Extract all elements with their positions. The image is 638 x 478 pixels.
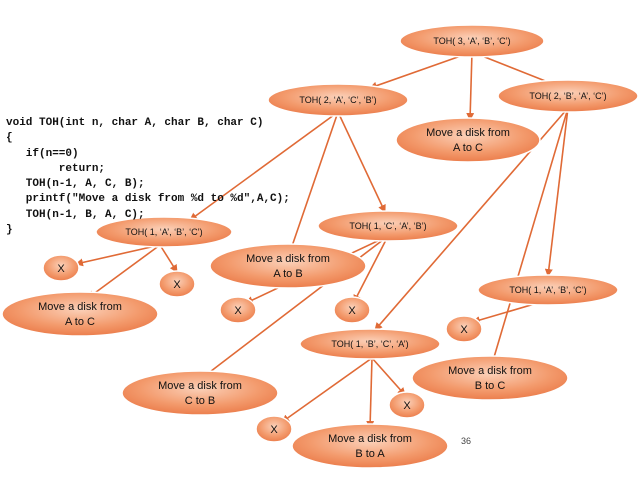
node-root-label: TOH( 3, ‘A’, ‘B’, ‘C’) bbox=[433, 36, 510, 46]
node-move-b-to-c: Move a disk from B to C bbox=[411, 355, 569, 401]
x-leaf-2-label: X bbox=[173, 279, 181, 291]
code-line: if(n==0) bbox=[6, 147, 79, 160]
edge-root-l2left bbox=[369, 51, 473, 90]
node-move-a-to-c-leaf-line1: Move a disk from bbox=[38, 301, 122, 313]
edge-root-move-ac bbox=[466, 51, 475, 121]
page-number: 36 bbox=[461, 436, 472, 446]
edge-l2right-move-bc bbox=[490, 107, 569, 365]
node-move-c-to-b: Move a disk from C to B bbox=[121, 370, 279, 416]
node-l2-left: TOH( 2, ‘A’, ‘C’, ‘B’) bbox=[267, 83, 409, 117]
x-leaf-7-label: X bbox=[403, 400, 411, 412]
node-l2-left-label: TOH( 2, ‘A’, ‘C’, ‘B’) bbox=[299, 95, 376, 105]
code-line: return; bbox=[6, 162, 106, 175]
edge-l3a-x2 bbox=[159, 244, 178, 273]
x-leaf-5: X bbox=[445, 315, 483, 343]
x-leaf-2: X bbox=[158, 270, 196, 298]
edge-l3d-x6 bbox=[281, 357, 373, 423]
edge-l2right-l3c bbox=[544, 107, 569, 277]
node-l3-b: TOH( 1, ‘C’, ‘A’, ‘B’) bbox=[317, 210, 459, 242]
node-root: TOH( 3, ‘A’, ‘B’, ‘C’) bbox=[399, 24, 545, 58]
x-leaf-6: X bbox=[255, 415, 293, 443]
node-l2-right-label: TOH( 2, ‘B’, ‘A’, ‘C’) bbox=[529, 91, 606, 101]
node-move-c-to-b-line2: C to B bbox=[185, 395, 216, 407]
code-line: void TOH(int n, char A, char B, char C) bbox=[6, 117, 264, 129]
x-leaf-4: X bbox=[333, 296, 371, 324]
node-move-a-to-b-line1: Move a disk from bbox=[246, 253, 330, 265]
edge-l3a-x1 bbox=[75, 244, 161, 267]
edge-l3d-x7 bbox=[371, 357, 406, 396]
node-move-a-to-c-leaf: Move a disk from A to C bbox=[1, 291, 159, 337]
x-leaf-7: X bbox=[388, 391, 426, 419]
code-line: } bbox=[6, 224, 13, 237]
code-line: { bbox=[6, 132, 13, 145]
node-l3-c-label: TOH( 1, ‘A’, ‘B’, ‘C’) bbox=[509, 285, 586, 295]
node-move-a-to-c-root: Move a disk from A to C bbox=[395, 117, 541, 163]
node-l3-c: TOH( 1, ‘A’, ‘B’, ‘C’) bbox=[477, 274, 619, 306]
x-leaf-1-label: X bbox=[57, 263, 65, 275]
node-move-a-to-b-line2: A to B bbox=[273, 268, 302, 280]
node-move-b-to-a: Move a disk from B to A bbox=[291, 423, 449, 469]
node-l3-a-label: TOH( 1, ‘A’, ‘B’, ‘C’) bbox=[125, 227, 202, 237]
x-leaf-3-label: X bbox=[234, 305, 242, 317]
edge-l3b-x4 bbox=[353, 235, 389, 303]
node-move-a-to-c-root-line1: Move a disk from bbox=[426, 127, 510, 139]
node-l2-right: TOH( 2, ‘B’, ‘A’, ‘C’) bbox=[497, 79, 638, 113]
code-line: printf("Move a disk from %d to %d",A,C); bbox=[6, 193, 290, 206]
node-move-a-to-c-leaf-line2: A to C bbox=[65, 316, 95, 328]
code-block: void TOH(int n, char A, char B, char C) … bbox=[6, 116, 290, 238]
edge-l2left-l3b bbox=[337, 111, 386, 213]
code-line: TOH(n-1, A, C, B); bbox=[6, 178, 145, 191]
node-move-b-to-a-line2: B to A bbox=[355, 448, 385, 460]
node-l3-b-label: TOH( 1, ‘C’, ‘A’, ‘B’) bbox=[349, 221, 426, 231]
x-leaf-3: X bbox=[219, 296, 257, 324]
node-l3-d-label: TOH( 1, ‘B’, ‘C’, ‘A’) bbox=[331, 339, 408, 349]
x-leaf-5-label: X bbox=[460, 324, 468, 336]
edge-l2left-move-ab bbox=[288, 111, 339, 253]
x-leaf-6-label: X bbox=[270, 424, 278, 436]
edge-l2left-l3a bbox=[189, 111, 339, 221]
code-line: TOH(n-1, B, A, C); bbox=[6, 208, 145, 221]
node-move-b-to-c-line1: Move a disk from bbox=[448, 365, 532, 377]
node-l3-a: TOH( 1, ‘A’, ‘B’, ‘C’) bbox=[95, 216, 233, 248]
node-move-a-to-b: Move a disk from A to B bbox=[209, 243, 367, 289]
x-leaf-4-label: X bbox=[348, 305, 356, 317]
edge-l3a-move-ac bbox=[87, 244, 161, 299]
node-l3-d: TOH( 1, ‘B’, ‘C’, ‘A’) bbox=[299, 328, 441, 360]
x-leaf-1: X bbox=[42, 254, 80, 282]
edge-l3d-move-ba bbox=[366, 357, 375, 429]
node-move-a-to-c-root-line2: A to C bbox=[453, 142, 483, 154]
node-move-c-to-b-line1: Move a disk from bbox=[158, 380, 242, 392]
node-move-b-to-a-line1: Move a disk from bbox=[328, 433, 412, 445]
node-move-b-to-c-line2: B to C bbox=[475, 380, 506, 392]
